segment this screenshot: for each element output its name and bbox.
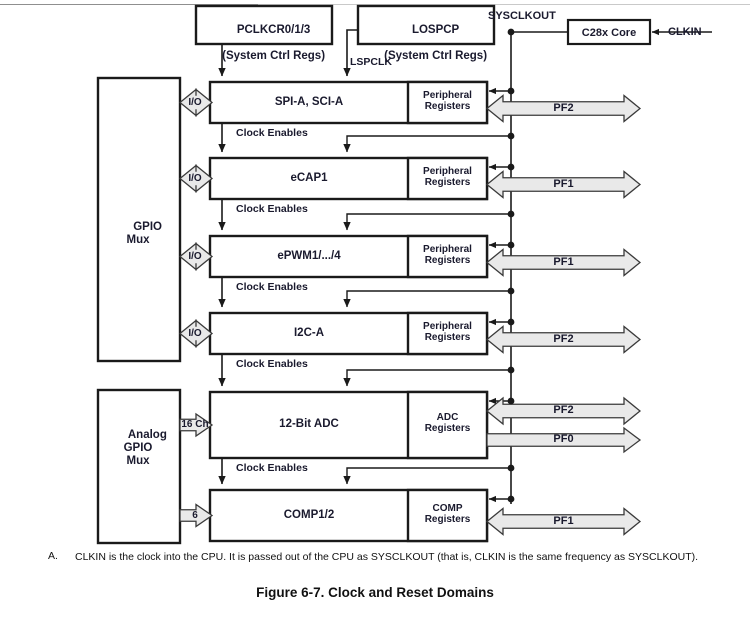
sysclk-tap-dot-epwm [507,241,515,249]
bus-label-comp-0: PF1 [553,514,574,527]
io-arrow-label-epwm: I/O [188,250,202,262]
io-arrow-label-comp: 6 [192,509,198,521]
pclkcr-block-label: PCLKCR0/1/3 (System Ctrl Regs) [222,23,326,62]
clkin-label: CLKIN [668,26,702,38]
analog-gpio-mux-block [96,388,182,545]
io-arrow-epwm [178,242,214,271]
bus-arrow-adc-1 [486,426,642,454]
sysclk-feed-4 [343,369,511,387]
io-arrow-comp [179,503,214,528]
clock-enable-label-4: Clock Enables [236,462,308,474]
clock-enable-label-1: Clock Enables [236,203,308,215]
registers-label-line1-adc: ADC [436,412,459,423]
sysclkout-label: SYSCLKOUT [488,10,556,22]
sysclk-feed-dot-2 [507,210,515,218]
bus-label-epwm-0: PF1 [553,255,574,268]
sysclk-tap-dot-i2c-a [507,318,515,326]
c28x-core-label: C28x Core [581,27,637,39]
registers-block-ecap1 [406,156,489,201]
registers-label-line2-spi-sci: Registers [424,100,471,112]
lospcp-block [356,4,496,46]
clock-enable-label-3: Clock Enables [236,358,308,370]
io-arrow-label-ecap1: I/O [188,172,202,184]
io-arrow-ecap1 [178,164,214,193]
io-arrow-label-i2c-a: I/O [188,327,202,339]
bus-arrow-adc-0 [485,396,642,426]
sysclk-feed-1 [343,135,511,153]
bus-arrow-spi-sci-0 [485,94,642,123]
page-rule-left [0,4,258,5]
sysclk-feed-dot-1 [507,132,515,140]
note-text: CLKIN is the clock into the CPU. It is p… [75,551,699,563]
peripheral-label-epwm: ePWM1/.../4 [277,249,341,262]
note-letter: A. [48,550,58,562]
registers-label-line2-comp: Registers [424,513,471,525]
c28x-core-block [566,18,652,46]
registers-label-line2-i2c-a: Registers [424,331,471,343]
registers-label-line2-epwm: Registers [424,254,471,266]
peripheral-label-i2c-a: I2C-A [293,326,325,339]
lspclk-label: LSPCLK [350,56,392,68]
registers-label-line1-i2c-a: Peripheral [423,320,472,332]
registers-block-epwm [406,234,489,279]
sysclk-tap-dot-adc [507,397,515,405]
sysclk-feed-dot-3 [507,287,515,295]
sysclk-tap-dot-comp [507,495,515,503]
sysclkout-junction-top [507,28,515,36]
bus-arrow-i2c-a-0 [485,325,642,354]
sysclk-tap-dot-spi-sci [507,87,515,95]
bus-arrow-ecap1-0 [485,170,642,199]
sysclk-feed-2 [343,213,511,231]
peripheral-label-comp: COMP1/2 [283,508,335,521]
peripheral-label-ecap1: eCAP1 [290,171,328,184]
registers-block-adc [406,390,489,460]
registers-label-line2-adc: Registers [424,423,471,435]
bus-label-spi-sci-0: PF2 [553,101,574,114]
sysclk-feed-dot-5 [507,464,515,472]
registers-block-comp [406,488,489,543]
registers-label-line1-ecap1: Peripheral [423,165,472,177]
io-arrow-label-spi-sci: I/O [188,96,202,108]
lospcp-block-label: LOSPCP (System Ctrl Regs) [384,23,488,62]
bus-arrow-epwm-0 [485,248,642,277]
bus-label-adc-1: PF0 [553,433,574,445]
gpio-mux-block [96,76,182,363]
clock-enable-label-0: Clock Enables [236,127,308,139]
registers-label-line1-spi-sci: Peripheral [423,89,472,101]
peripheral-label-adc: 12-Bit ADC [279,418,339,430]
io-arrow-i2c-a [178,319,214,348]
pclkcr-block [194,4,334,46]
sysclk-feed-3 [343,290,511,308]
figure-caption: Figure 6-7. Clock and Reset Domains [256,585,494,600]
sysclk-feed-5 [343,467,511,485]
bus-arrow-comp-0 [485,507,642,536]
registers-label-line1-epwm: Peripheral [423,243,472,255]
bus-label-ecap1-0: PF1 [553,177,574,190]
registers-label-line1-comp: COMP [432,502,463,514]
registers-block-spi-sci [406,80,489,125]
sysclk-feed-dot-4 [507,366,515,374]
io-arrow-adc [179,412,214,438]
bus-label-adc-0: PF2 [553,404,574,416]
bus-label-i2c-a-0: PF2 [553,332,574,345]
peripheral-label-spi-sci: SPI-A, SCI-A [274,95,344,108]
io-arrow-spi-sci [178,88,214,117]
io-arrow-label-adc: 16 Ch [181,419,209,430]
clock-enable-label-2: Clock Enables [236,281,308,293]
registers-block-i2c-a [406,311,489,356]
lspclk-route [343,29,358,77]
page-rule-right [258,4,750,5]
sysclk-tap-dot-ecap1 [507,163,515,171]
registers-label-line2-ecap1: Registers [424,176,471,188]
